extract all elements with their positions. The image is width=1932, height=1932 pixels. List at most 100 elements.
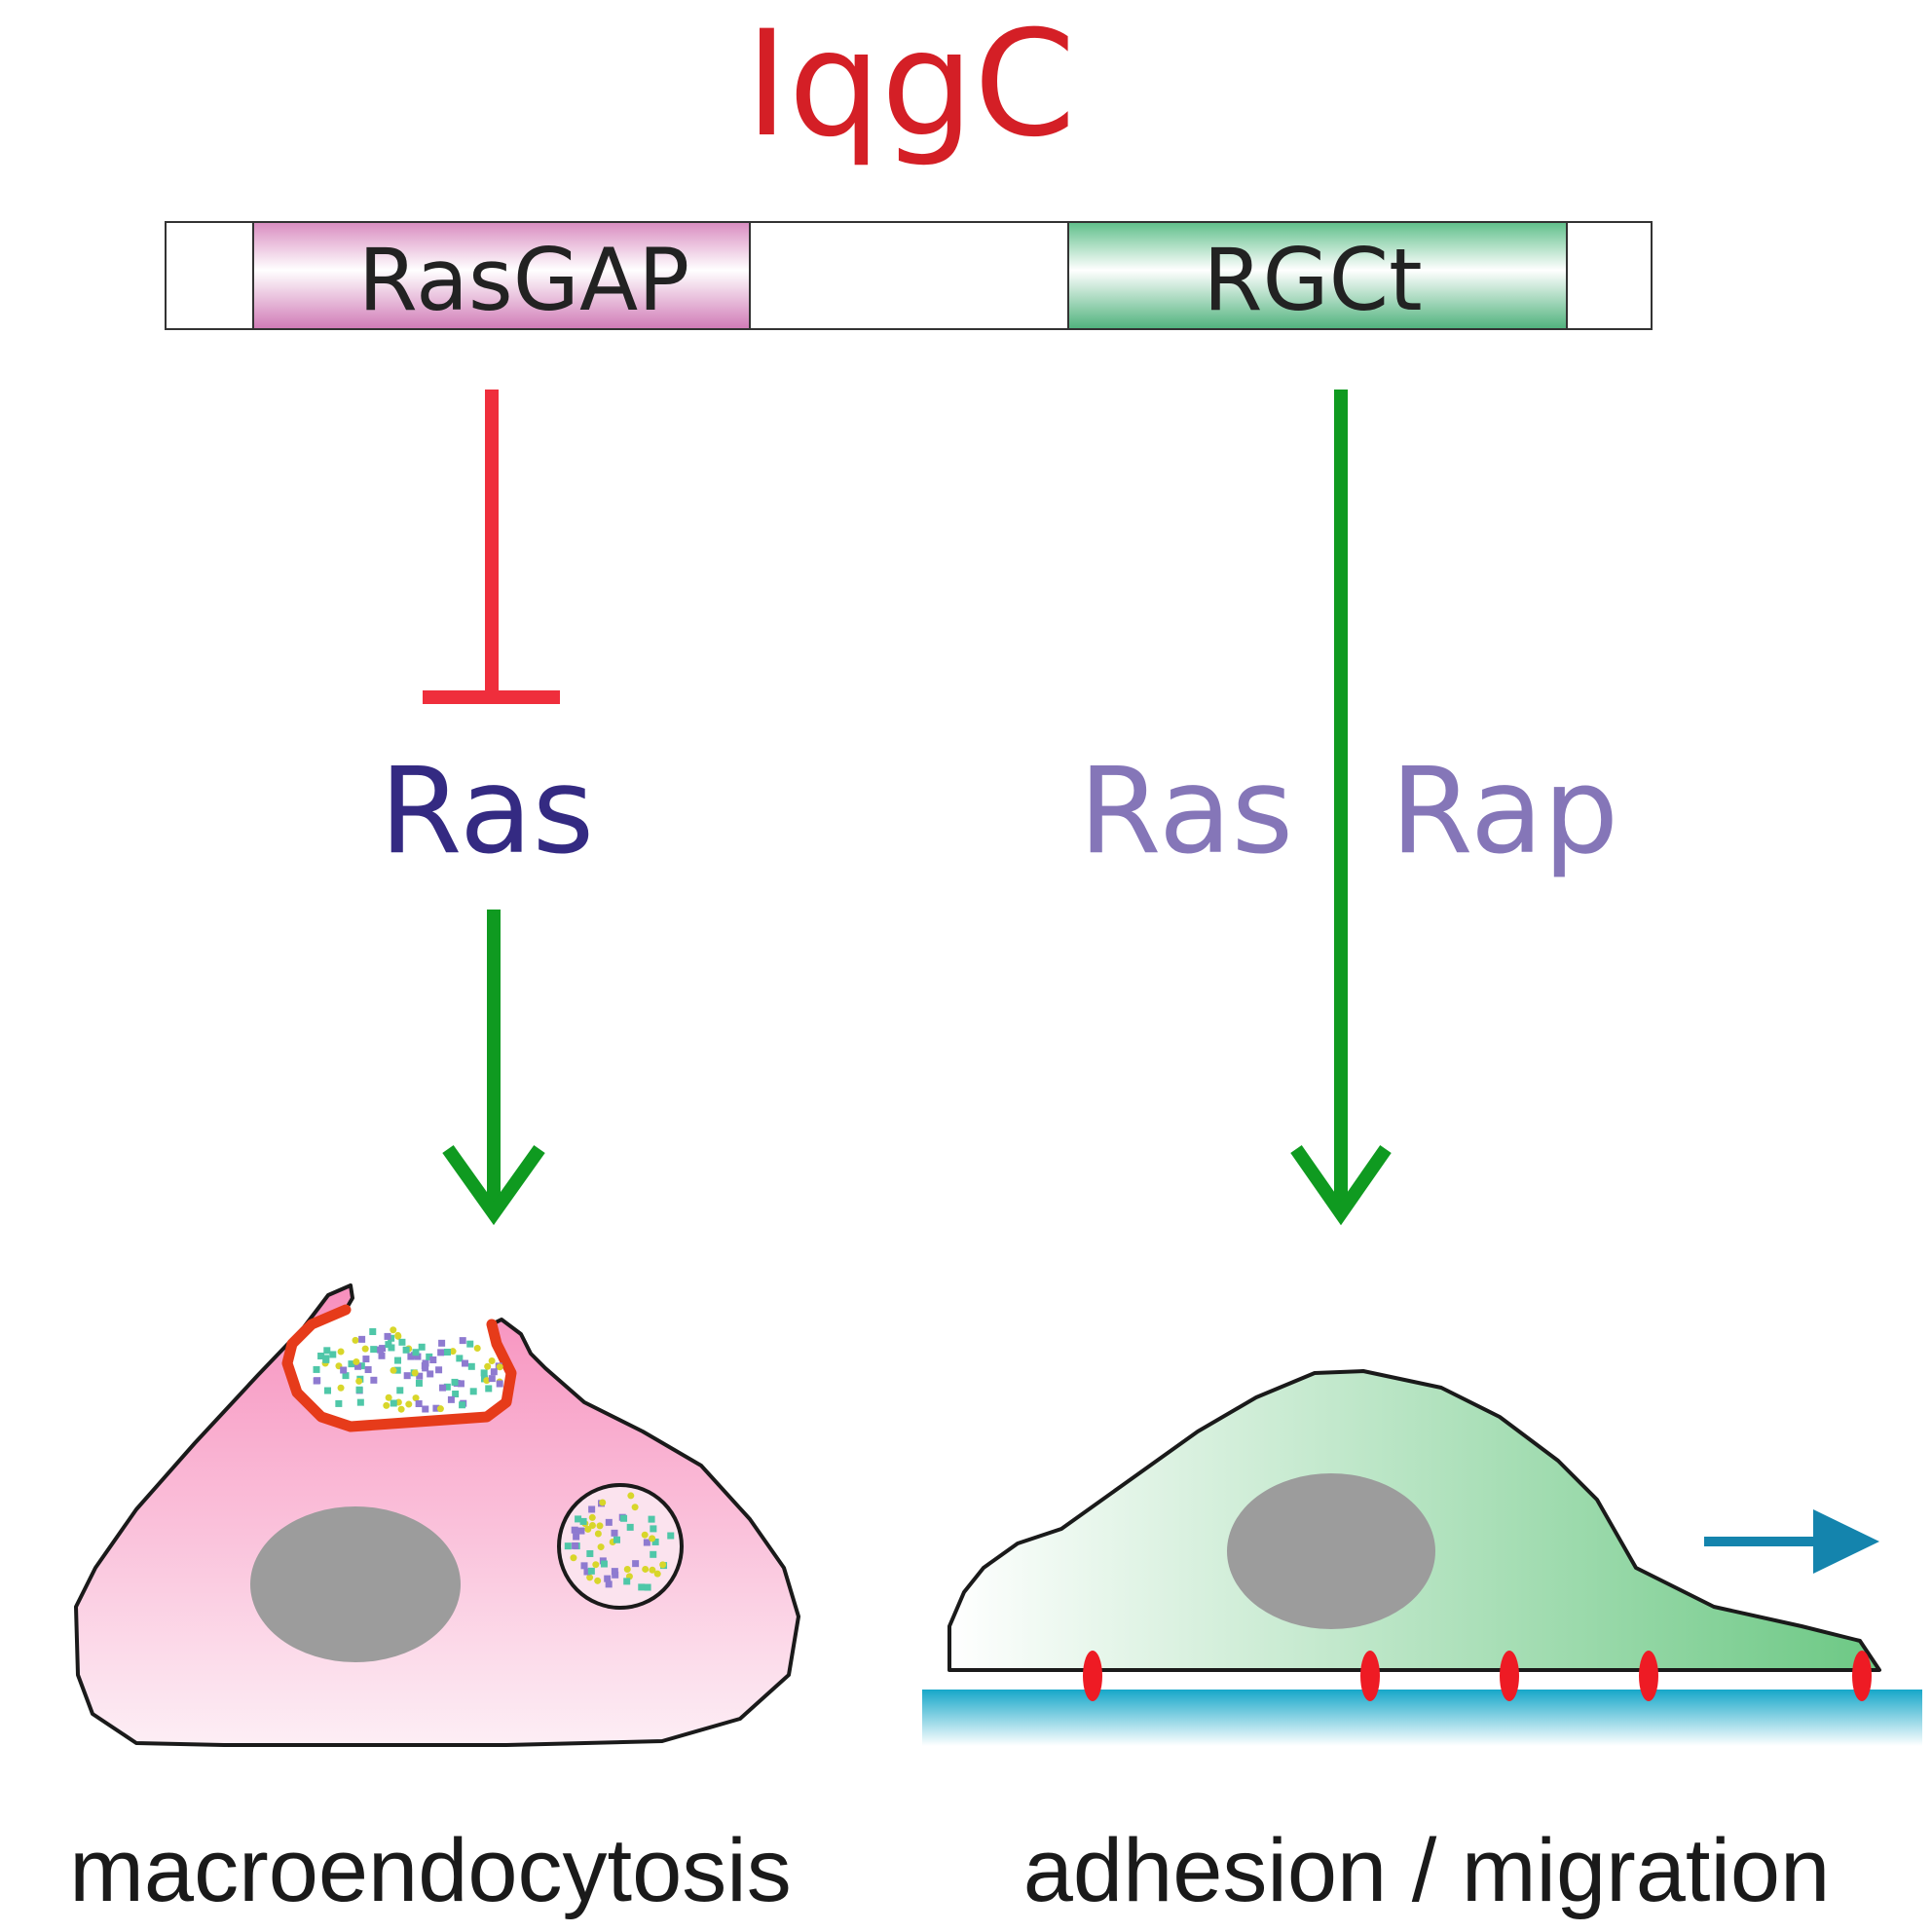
fluid-particle <box>437 1349 445 1356</box>
fluid-particle <box>412 1349 420 1356</box>
adhesion-point <box>1852 1651 1872 1701</box>
migrating-cell <box>922 1369 1922 1746</box>
fluid-particle <box>480 1369 488 1377</box>
outcome-label-left: macroendocytosis <box>69 1821 791 1920</box>
fluid-particle <box>370 1376 378 1384</box>
fluid-particle <box>643 1539 650 1546</box>
fluid-particle <box>612 1571 619 1579</box>
fluid-particle <box>388 1334 395 1342</box>
fluid-particle <box>573 1533 580 1541</box>
fluid-particle <box>623 1578 631 1585</box>
fluid-particle <box>348 1360 355 1368</box>
fluid-particle <box>356 1398 364 1406</box>
fluid-particle <box>415 1400 423 1408</box>
activation-arrow-left <box>442 910 545 1226</box>
fluid-particle <box>402 1346 410 1354</box>
fluid-particle <box>583 1568 591 1576</box>
rgct-domain <box>1067 221 1568 330</box>
fluid-particle <box>653 1570 661 1578</box>
fluid-particle <box>362 1356 370 1363</box>
fluid-particle <box>388 1344 395 1352</box>
fluid-particle <box>597 1543 605 1551</box>
fluid-particle <box>364 1366 372 1374</box>
nucleus-left <box>250 1506 461 1662</box>
fluid-particle <box>357 1362 365 1370</box>
fluid-particle <box>432 1404 440 1412</box>
fluid-particle <box>396 1387 404 1394</box>
fluid-particle <box>459 1337 466 1345</box>
fluid-particle <box>438 1339 446 1347</box>
macropinocytic-cup-rim <box>281 1304 517 1432</box>
fluid-particle <box>383 1401 390 1409</box>
fluid-particle <box>443 1348 451 1356</box>
ras-label-left: Ras <box>380 742 594 880</box>
fluid-particle <box>451 1378 459 1386</box>
fluid-particle <box>418 1343 426 1351</box>
fluid-particle <box>594 1577 602 1584</box>
nucleus-right <box>1227 1473 1435 1629</box>
fluid-particle <box>393 1366 401 1374</box>
fluid-particle <box>620 1514 628 1522</box>
fluid-particle <box>329 1351 337 1358</box>
fluid-particle <box>605 1580 613 1588</box>
fluid-particle <box>631 1504 639 1511</box>
fluid-particle <box>335 1399 343 1407</box>
adhesion-points <box>1083 1651 1872 1701</box>
fluid-particle <box>588 1522 596 1530</box>
fluid-particle <box>337 1348 345 1356</box>
fluid-particle <box>649 1566 656 1574</box>
fluid-particle <box>422 1364 429 1372</box>
fluid-particle <box>659 1561 667 1569</box>
fluid-particle <box>649 1535 656 1542</box>
fluid-particle <box>436 1405 444 1413</box>
fluid-particle <box>317 1353 325 1360</box>
fluid-particle <box>473 1345 481 1353</box>
fluid-particle <box>415 1379 423 1387</box>
fluid-particle <box>422 1405 429 1413</box>
fluid-particle <box>390 1366 397 1374</box>
fluid-particle <box>378 1352 386 1359</box>
fluid-particle <box>405 1400 413 1408</box>
fluid-particle <box>427 1370 434 1378</box>
outcome-label-right: adhesion / migration <box>1023 1821 1831 1920</box>
rasgap-domain <box>252 221 751 330</box>
fluid-particle <box>594 1530 602 1538</box>
fluid-particle <box>638 1583 646 1591</box>
rasgap-domain-label: RasGAP <box>358 230 689 330</box>
substrate-surface <box>922 1690 1922 1746</box>
fluid-particle <box>627 1492 635 1500</box>
fluid-particle <box>390 1326 397 1334</box>
fluid-particle <box>467 1362 475 1370</box>
fluid-particle <box>369 1328 377 1336</box>
rgct-domain-label: RGCt <box>1203 230 1422 330</box>
fluid-particle <box>632 1560 640 1568</box>
ras-label-right: Ras <box>1079 742 1293 880</box>
fluid-particle <box>429 1356 437 1364</box>
fluid-particles-vesicle <box>564 1492 675 1591</box>
fluid-particle <box>490 1368 498 1376</box>
fluid-particle <box>342 1372 350 1380</box>
fluid-particle <box>623 1565 631 1573</box>
fluid-particle <box>457 1380 464 1388</box>
fluid-particle <box>496 1380 503 1388</box>
fluid-particle <box>626 1523 634 1531</box>
fluid-particle <box>469 1388 477 1395</box>
fluid-particle <box>390 1399 397 1407</box>
fluid-particle <box>592 1561 600 1569</box>
fluid-particle <box>488 1375 496 1383</box>
fluid-particle <box>449 1348 457 1356</box>
fluid-particle <box>352 1336 359 1344</box>
fluid-particle <box>443 1383 451 1391</box>
fluid-particle <box>587 1567 595 1575</box>
fluid-particle <box>488 1356 496 1364</box>
fluid-particle <box>439 1384 447 1392</box>
cell-body-left <box>74 1283 800 1747</box>
fluid-particle <box>385 1393 392 1401</box>
fluid-particle <box>485 1385 493 1393</box>
fluid-particle <box>611 1529 618 1537</box>
fluid-particle <box>588 1505 596 1513</box>
fluid-particle <box>611 1568 618 1576</box>
fluid-particle <box>579 1517 587 1525</box>
adhesion-point <box>1500 1651 1519 1701</box>
fluid-particle <box>580 1562 588 1570</box>
